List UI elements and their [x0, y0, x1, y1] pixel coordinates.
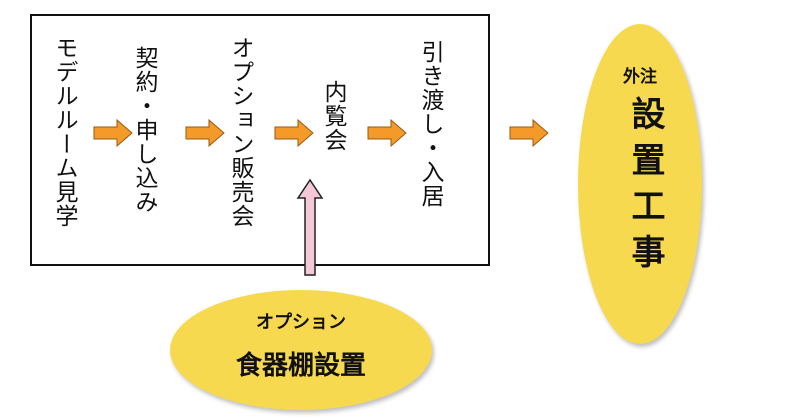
- external-heading: 外注: [623, 67, 657, 87]
- step-option-sales-event: オプション販売会: [227, 36, 253, 228]
- arrow-up-option: [296, 178, 324, 276]
- arrow-right-2: [185, 119, 225, 147]
- option-heading: オプション: [256, 312, 346, 333]
- external-install-oval: [578, 24, 702, 344]
- step-preview-event: 内覧会: [320, 80, 346, 152]
- external-title: 設置工事: [625, 96, 665, 280]
- process-frame: [30, 14, 490, 266]
- step-handover-move-in: 引き渡し・入居: [417, 40, 443, 208]
- option-oval: [170, 290, 432, 410]
- step-model-room-visit: モデルルーム見学: [51, 36, 77, 228]
- arrow-right-1: [93, 119, 133, 147]
- step-contract-application: 契約・申し込み: [131, 46, 157, 214]
- option-title: 食器棚設置: [235, 351, 366, 381]
- arrow-right-3: [274, 119, 314, 147]
- arrow-right-4: [367, 119, 407, 147]
- arrow-right-5: [509, 119, 549, 147]
